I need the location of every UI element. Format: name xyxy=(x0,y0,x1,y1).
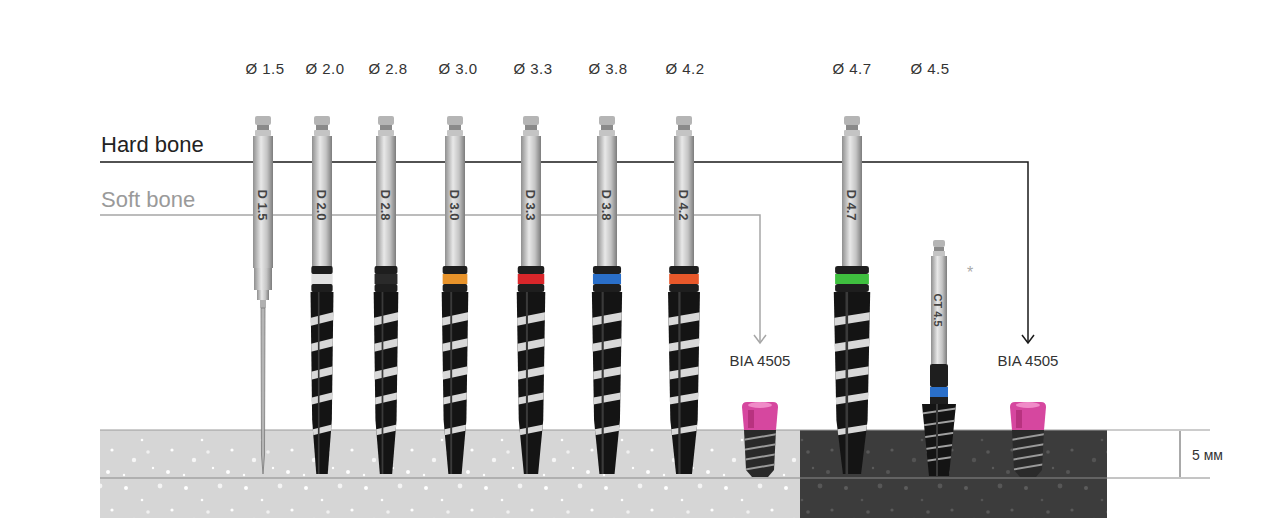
label-holder: BIA 4505 xyxy=(998,352,1059,370)
label-holder: Soft bone xyxy=(101,189,195,211)
diameter-label: Ø 3.0 xyxy=(438,61,477,76)
pilot-drill xyxy=(253,116,273,474)
label-holder: D 4.7 xyxy=(843,189,861,220)
diameter-label: Ø 4.7 xyxy=(832,61,871,76)
drill-marking: D 2.0 xyxy=(315,189,328,220)
twist-drill xyxy=(833,116,872,476)
label-holder: Ø 3.0 xyxy=(438,60,477,78)
diameter-label: Ø 1.5 xyxy=(245,61,284,76)
implant-label: BIA 4505 xyxy=(998,353,1059,368)
drill-marking: D 3.8 xyxy=(600,189,613,220)
drill-marking: D 4.7 xyxy=(845,189,858,220)
implant xyxy=(1010,402,1046,477)
diameter-label: Ø 2.0 xyxy=(305,61,344,76)
diameter-label: Ø 3.8 xyxy=(588,61,627,76)
diameter-label: Ø 3.3 xyxy=(513,61,552,76)
label-holder: * xyxy=(967,264,973,282)
label-holder: D 2.8 xyxy=(377,189,395,220)
implant-label: BIA 4505 xyxy=(730,353,791,368)
dimension-label: 5 мм xyxy=(1192,448,1223,462)
label-holder: Ø 2.0 xyxy=(305,60,344,78)
bone-type-label: Soft bone xyxy=(101,189,195,211)
label-holder: 5 мм xyxy=(1192,446,1223,464)
twist-drill xyxy=(373,116,399,476)
twist-drill xyxy=(441,116,470,476)
label-holder: Ø 3.3 xyxy=(513,60,552,78)
twist-drill xyxy=(591,116,623,476)
twist-drill xyxy=(516,116,547,476)
label-holder: D 4.2 xyxy=(675,189,693,220)
diameter-label: Ø 2.8 xyxy=(368,61,407,76)
label-holder: BIA 4505 xyxy=(730,352,791,370)
diameter-label: Ø 4.5 xyxy=(910,61,949,76)
twist-drill xyxy=(310,116,335,476)
hard-bone-line xyxy=(100,162,1028,343)
drill-marking: D 1.5 xyxy=(256,189,269,220)
label-holder: Ø 1.5 xyxy=(245,60,284,78)
label-holder: D 3.8 xyxy=(598,189,616,220)
twist-drill xyxy=(667,116,701,476)
drill-marking: D 3.3 xyxy=(524,189,537,220)
label-holder: Ø 3.8 xyxy=(588,60,627,78)
bone-tap xyxy=(919,240,959,476)
label-holder: D 3.0 xyxy=(446,189,464,220)
drill-marking: D 2.8 xyxy=(379,189,392,220)
drill-marking: D 4.2 xyxy=(677,189,690,220)
label-holder: Ø 4.5 xyxy=(910,60,949,78)
label-holder: D 2.0 xyxy=(313,189,331,220)
label-holder: D 1.5 xyxy=(254,189,272,220)
label-holder: Ø 4.2 xyxy=(665,60,704,78)
arrow-head xyxy=(1022,335,1034,343)
depth-line xyxy=(100,478,1210,479)
label-holder: Hard bone xyxy=(101,134,204,156)
label-holder: D 3.3 xyxy=(522,189,540,220)
depth-bracket xyxy=(1180,431,1181,477)
bone-type-label: Hard bone xyxy=(101,134,204,156)
drill-marking: CT 4.5 xyxy=(932,293,943,326)
footnote-mark: * xyxy=(967,265,973,281)
soft-bone-line xyxy=(100,215,760,343)
drill-marking: D 3.0 xyxy=(448,189,461,220)
arrow-head xyxy=(754,335,766,343)
diameter-label: Ø 4.2 xyxy=(665,61,704,76)
implant xyxy=(742,402,778,477)
label-holder: Ø 2.8 xyxy=(368,60,407,78)
label-holder: CT 4.5 xyxy=(930,293,948,326)
label-holder: Ø 4.7 xyxy=(832,60,871,78)
